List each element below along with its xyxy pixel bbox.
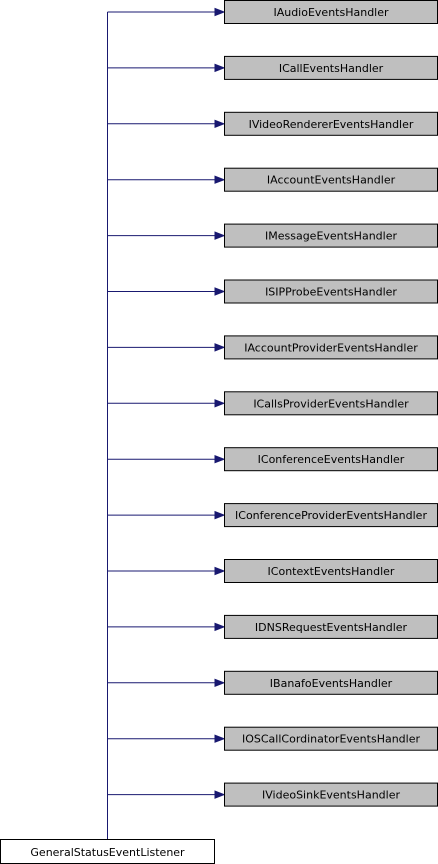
parent-class-node[interactable]: IVideoRendererEventsHandler [224, 111, 438, 136]
child-class-box[interactable] [0, 839, 215, 864]
arrowhead-icon [214, 175, 226, 184]
arrowhead-icon [214, 7, 226, 17]
child-class-node[interactable]: GeneralStatusEventListener [0, 839, 215, 864]
arrowhead-icon [214, 734, 226, 743]
parent-class-label: ICallEventsHandler [279, 62, 384, 75]
parent-class-label: IAccountEventsHandler [267, 174, 396, 187]
parent-class-label: IDNSRequestEventsHandler [255, 621, 408, 634]
parent-class-node[interactable]: IAccountEventsHandler [224, 167, 438, 192]
arrowhead-icon [214, 231, 226, 240]
parent-class-label: IConferenceEventsHandler [258, 453, 405, 466]
parent-class-node[interactable]: IContextEventsHandler [224, 559, 438, 583]
arrowhead-icon [214, 454, 226, 464]
parent-class-node[interactable]: ICallsProviderEventsHandler [224, 391, 438, 416]
parent-class-node[interactable]: IAccountProviderEventsHandler [224, 335, 438, 360]
parent-class-node[interactable]: ICallEventsHandler [224, 55, 438, 80]
inheritance-edges [107, 7, 226, 840]
parent-class-label: IConferenceProviderEventsHandler [235, 509, 427, 522]
parent-class-label: IAudioEventsHandler [273, 6, 389, 19]
arrowhead-icon [214, 287, 226, 296]
parent-class-node[interactable]: IOSCallCordinatorEventsHandler [224, 726, 438, 751]
parent-class-label: ICallsProviderEventsHandler [253, 397, 409, 410]
parent-class-label: IVideoSinkEventsHandler [262, 789, 400, 802]
parent-classes: IAudioEventsHandlerICallEventsHandlerIVi… [224, 0, 438, 807]
arrowhead-icon [214, 119, 226, 129]
parent-class-node[interactable]: IConferenceProviderEventsHandler [224, 503, 438, 528]
parent-class-label: IBanafoEventsHandler [270, 677, 393, 690]
parent-class-node[interactable]: IAudioEventsHandler [224, 0, 438, 24]
parent-class-label: IOSCallCordinatorEventsHandler [242, 733, 421, 746]
parent-class-node[interactable]: IBanafoEventsHandler [224, 670, 438, 695]
arrowhead-icon [214, 343, 226, 352]
arrowhead-icon [214, 790, 226, 799]
arrowhead-icon [214, 678, 226, 688]
arrowhead-icon [214, 566, 226, 576]
parent-class-label: IMessageEventsHandler [265, 230, 397, 243]
arrowhead-icon [214, 63, 226, 73]
parent-class-node[interactable]: IConferenceEventsHandler [224, 447, 438, 472]
arrowhead-icon [214, 510, 226, 520]
parent-class-label: IAccountProviderEventsHandler [244, 341, 418, 354]
parent-class-node[interactable]: IDNSRequestEventsHandler [224, 614, 438, 639]
parent-class-label: IVideoRendererEventsHandler [249, 118, 414, 131]
arrowhead-icon [214, 399, 226, 408]
arrowhead-icon [214, 622, 226, 632]
child-class-label: GeneralStatusEventListener [30, 846, 185, 859]
parent-class-node[interactable]: ISIPProbeEventsHandler [224, 279, 438, 304]
parent-class-node[interactable]: IMessageEventsHandler [224, 223, 438, 248]
parent-class-label: ISIPProbeEventsHandler [265, 286, 397, 299]
parent-class-node[interactable]: IVideoSinkEventsHandler [224, 782, 438, 807]
parent-class-label: IContextEventsHandler [268, 565, 395, 578]
